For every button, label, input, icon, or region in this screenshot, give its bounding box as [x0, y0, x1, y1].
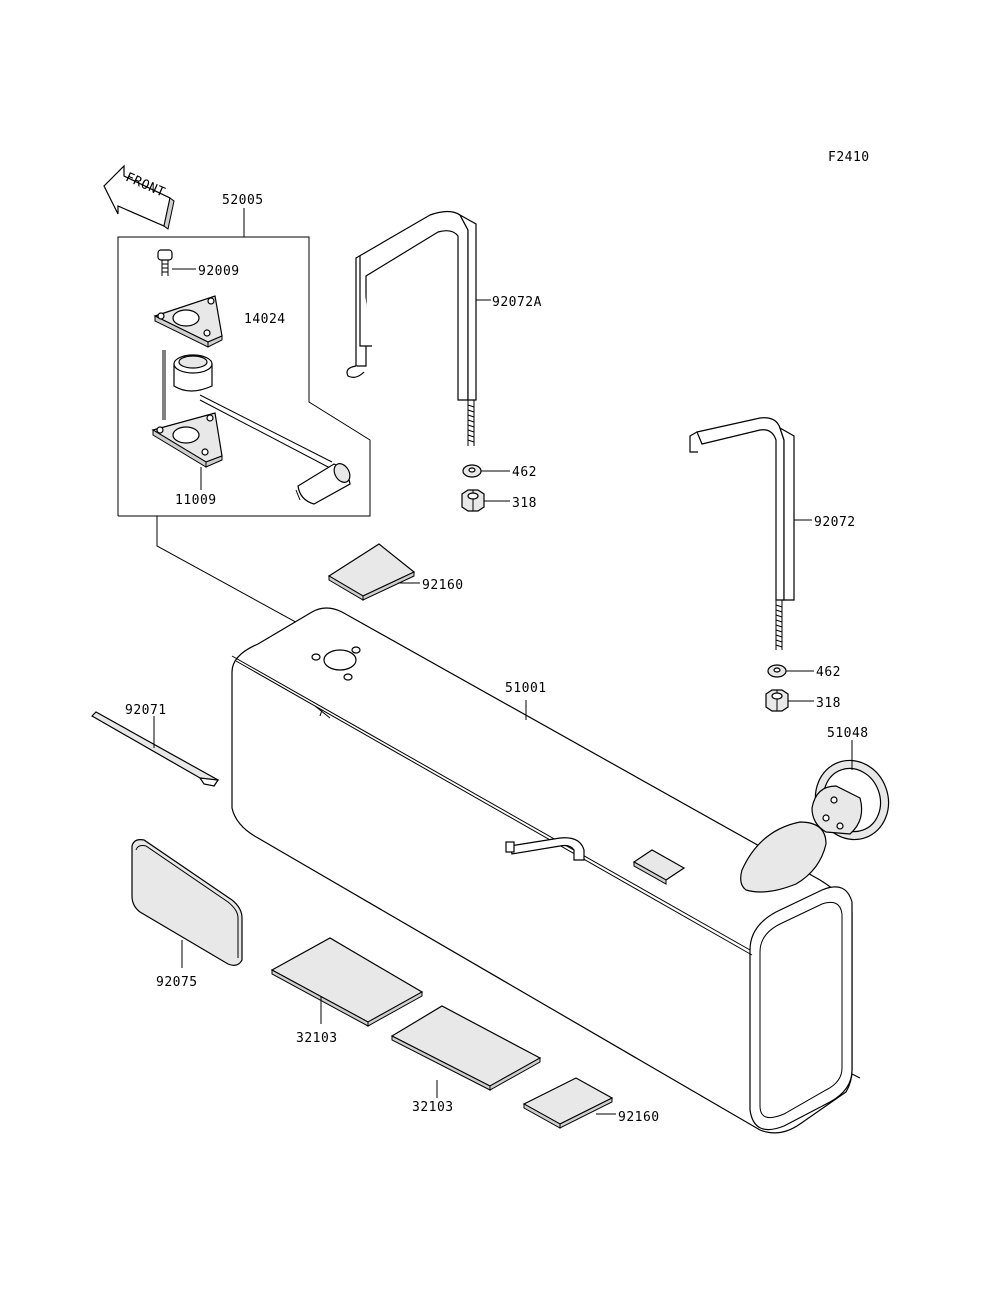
label-318-b: 318: [816, 696, 841, 711]
front-arrow-icon: FRONT: [103, 164, 175, 230]
pad-92075-part: [131, 839, 243, 968]
fuel-sender-unit-part: [162, 350, 351, 505]
label-462-b: 462: [816, 665, 841, 680]
label-14024: 14024: [244, 312, 286, 327]
label-32103-b: 32103: [412, 1100, 454, 1115]
label-52005: 52005: [222, 193, 264, 208]
assembly-bracket-52005: [117, 208, 371, 517]
label-318-a: 318: [512, 496, 537, 511]
pad-92160-b-part: [522, 1077, 616, 1129]
strip-92071-part: [91, 711, 220, 787]
tank-band-92072A-part: [346, 210, 491, 446]
label-92009: 92009: [198, 264, 240, 279]
label-51048: 51048: [827, 726, 869, 741]
pad-32103-b-part: [390, 1005, 542, 1098]
fuel-tank-51001-part: [231, 607, 861, 1134]
label-51001: 51001: [505, 681, 547, 696]
label-92160-a: 92160: [422, 578, 464, 593]
pad-92160-a-part: [327, 543, 420, 601]
label-92160-b: 92160: [618, 1110, 660, 1125]
label-92071: 92071: [125, 703, 167, 718]
label-92075: 92075: [156, 975, 198, 990]
pad-32103-a-part: [270, 937, 424, 1027]
nut-318-a-part: [461, 489, 510, 512]
bolt-92009-part: [157, 249, 196, 276]
label-11009: 11009: [175, 493, 217, 508]
nut-318-b-part: [765, 689, 814, 712]
label-32103-a: 32103: [296, 1031, 338, 1046]
tank-band-92072-part: [689, 417, 812, 650]
gasket-plate-11009-part: [151, 412, 223, 490]
label-92072: 92072: [814, 515, 856, 530]
washer-462-b-part: [767, 664, 814, 678]
label-462-a: 462: [512, 465, 537, 480]
gasket-plate-14024-part: [153, 295, 223, 348]
label-92072A: 92072A: [492, 295, 542, 310]
washer-462-a-part: [462, 464, 510, 478]
figure-code: F2410: [828, 150, 870, 165]
filler-cap-51048-part: [811, 740, 890, 841]
